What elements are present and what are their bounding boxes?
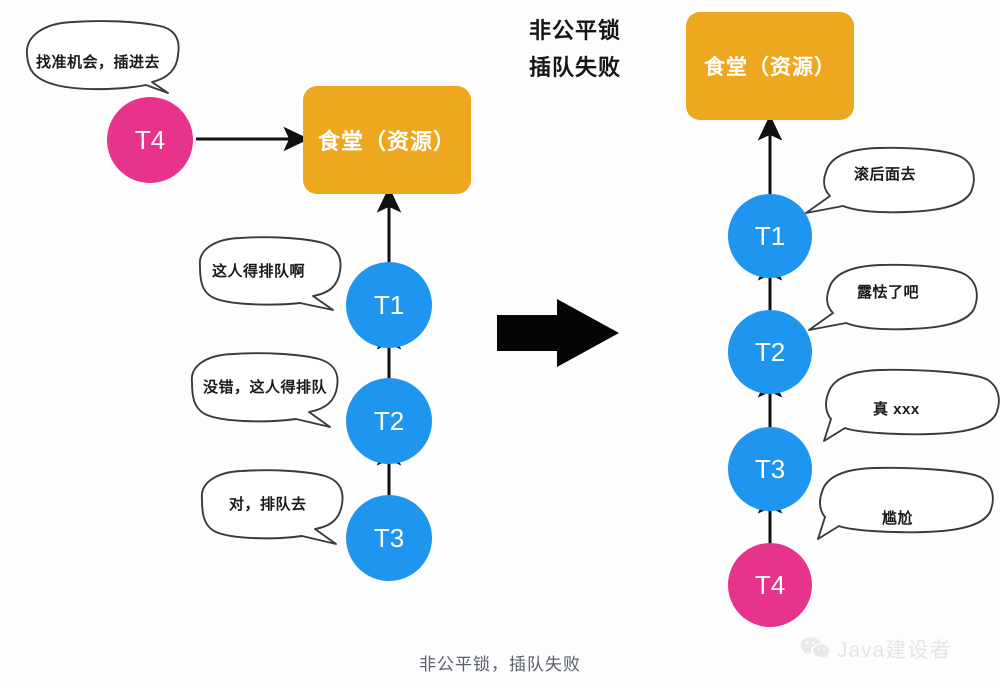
thread-node-left-t1-label: T1 (373, 289, 405, 320)
page-title: 非公平锁 插队失败 (470, 12, 680, 86)
thread-node-right-t2-label: T2 (754, 336, 786, 367)
thread-node-right-t2[interactable]: T2 (728, 310, 812, 394)
thread-node-left-t2[interactable]: T2 (346, 378, 432, 464)
thread-node-left-t4[interactable]: T4 (107, 97, 193, 183)
bubble-text-right-t1: 滚后面去 (854, 166, 917, 183)
page-title-line2: 插队失败 (528, 55, 621, 80)
thread-node-right-t3[interactable]: T3 (728, 427, 812, 511)
bubble-text-left-t2: 没错，这人得排队 (203, 379, 328, 396)
figure-caption: 非公平锁，插队失败 (419, 655, 581, 674)
page-title-line1: 非公平锁 (528, 18, 621, 43)
wechat-icon (800, 637, 830, 659)
resource-box-left[interactable]: 食堂（资源） (303, 86, 471, 194)
resource-box-left-label: 食堂（资源） (317, 129, 456, 154)
thread-node-right-t3-label: T3 (754, 453, 786, 484)
resource-box-right[interactable]: 食堂（资源） (686, 12, 854, 120)
watermark: Java建设者 (800, 634, 951, 664)
bubble-left-t2 (191, 352, 339, 428)
bubble-text-right-t2: 露怯了吧 (857, 284, 920, 301)
thread-node-right-t4-label: T4 (754, 569, 786, 600)
thread-node-left-t2-label: T2 (373, 405, 405, 436)
bubble-right-t2 (808, 263, 978, 331)
bubble-left-t4 (26, 20, 180, 94)
watermark-label: Java建设者 (837, 639, 952, 662)
bubble-text-left-t3: 对，排队去 (229, 496, 307, 513)
bubble-text-right-t4: 尴尬 (882, 510, 914, 527)
bubble-text-left-t1: 这人得排队啊 (212, 263, 306, 280)
bubble-text-left-t4: 找准机会，插进去 (36, 54, 161, 71)
bubble-right-t1 (805, 146, 975, 214)
thread-node-right-t4[interactable]: T4 (728, 543, 812, 627)
thread-node-left-t3[interactable]: T3 (346, 495, 432, 581)
thread-node-left-t1[interactable]: T1 (346, 262, 432, 348)
bubble-right-t4 (817, 466, 994, 540)
bubble-left-t3 (201, 469, 344, 545)
bubble-right-t3 (823, 368, 1000, 442)
thread-node-left-t4-label: T4 (134, 124, 166, 155)
thread-node-right-t1[interactable]: T1 (728, 194, 812, 278)
resource-box-right-label: 食堂（资源） (704, 56, 836, 79)
thread-node-right-t1-label: T1 (754, 220, 786, 251)
bubble-text-right-t3: 真 xxx (873, 401, 920, 418)
right-arrow-icon (497, 299, 619, 367)
thread-node-left-t3-label: T3 (373, 522, 405, 553)
bubble-left-t1 (199, 236, 342, 311)
